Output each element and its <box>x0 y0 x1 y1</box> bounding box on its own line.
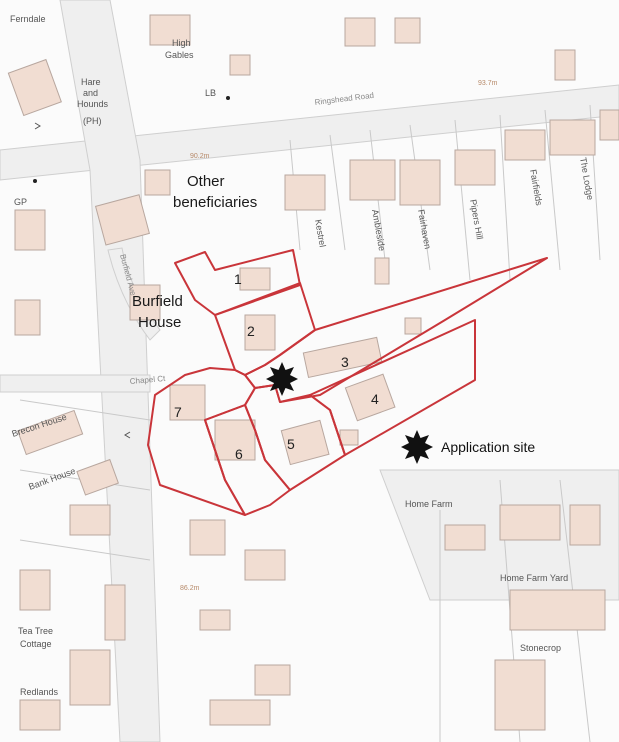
arrow-road-icon <box>124 431 131 439</box>
label-hare-4: (PH) <box>83 116 102 126</box>
plot-number-7: 7 <box>174 404 182 420</box>
road-main <box>0 84 619 181</box>
label-gp: GP <box>14 197 27 207</box>
label-tea-tree-1: Tea Tree <box>18 626 53 636</box>
plot-number-3: 3 <box>341 354 349 370</box>
label-ferndale: Ferndale <box>10 14 46 24</box>
lb-dot <box>226 96 230 100</box>
legend: Application site <box>401 430 535 464</box>
contour-1: 93.7m <box>478 80 498 87</box>
map-symbols <box>33 96 230 439</box>
label-kestrel: Kestrel <box>313 219 328 248</box>
contour-2: 90.2m <box>190 153 210 160</box>
road-west <box>59 0 161 742</box>
label-redlands: Redlands <box>20 687 59 697</box>
contour-3: 86.2m <box>180 585 200 592</box>
label-hare-1: Hare <box>81 77 101 87</box>
label-hare-2: and <box>83 88 98 98</box>
legend-label: Application site <box>441 439 535 455</box>
application-boundaries <box>147 249 548 516</box>
label-hare-3: Hounds <box>77 99 109 109</box>
plot-number-2: 2 <box>247 323 255 339</box>
plot-7-boundary <box>147 367 256 516</box>
plot-number-6: 6 <box>235 446 243 462</box>
annotation-burfield-2: House <box>138 314 181 331</box>
annotation-other-2: beneficiaries <box>173 194 257 211</box>
road-chapel <box>0 374 151 393</box>
label-home-farm-yard: Home Farm Yard <box>500 573 568 583</box>
annotation-burfield-1: Burfield <box>132 293 183 310</box>
plot-number-4: 4 <box>371 391 379 407</box>
label-tea-tree-2: Cottage <box>20 639 52 649</box>
arrow-west-icon <box>34 122 41 130</box>
application-site-star-icon <box>266 362 298 396</box>
gp-dot <box>33 179 37 183</box>
label-home-farm: Home Farm <box>405 499 453 509</box>
annotations: Other beneficiaries Burfield House <box>132 173 257 331</box>
plot-1-boundary <box>174 249 301 316</box>
star-icon <box>401 430 433 464</box>
label-high-gables-2: Gables <box>165 50 194 60</box>
plot-numbers: 1 2 3 4 5 6 7 <box>174 271 379 462</box>
label-road-chapel: Chapel Ct <box>129 374 166 386</box>
buildings <box>7 14 619 731</box>
plot-number-5: 5 <box>287 436 295 452</box>
label-high-gables-1: High <box>172 38 191 48</box>
annotation-other-1: Other <box>187 173 225 190</box>
label-lb: LB <box>205 88 216 98</box>
label-stonecrop: Stonecrop <box>520 643 561 653</box>
plot-number-1: 1 <box>234 271 242 287</box>
